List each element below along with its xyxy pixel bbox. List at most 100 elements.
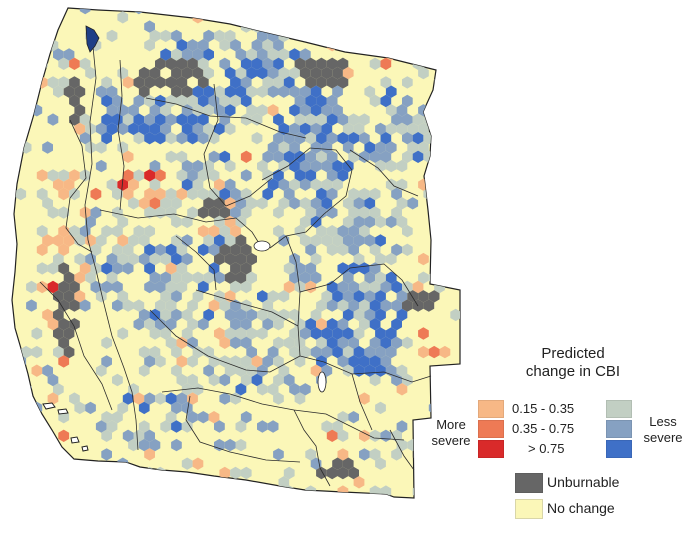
cbi-hex-cell <box>192 345 204 359</box>
swatch-more-3 <box>478 440 504 458</box>
cbi-hex-cell <box>122 429 134 442</box>
cbi-hex-cell <box>47 280 59 294</box>
cbi-hex-cell <box>359 429 370 442</box>
cbi-hex-cell <box>176 39 188 52</box>
cbi-hex-cell <box>155 355 166 368</box>
cbi-hex-cell <box>144 485 155 498</box>
cbi-hex-cell <box>434 132 445 145</box>
cbi-hex-cell <box>149 29 161 43</box>
cbi-hex-cell <box>36 187 48 201</box>
cbi-hex-cell <box>230 187 241 201</box>
cbi-hex-cell <box>342 327 354 340</box>
cbi-hex-cell <box>197 411 209 424</box>
cbi-hex-cell <box>364 85 376 98</box>
cbi-hex-cell <box>171 29 182 43</box>
cbi-hex-cell <box>353 122 365 136</box>
cbi-hex-cell <box>294 280 306 294</box>
cbi-hex-cell <box>165 94 177 108</box>
cbi-hex-cell <box>74 234 86 247</box>
cbi-hex-cell <box>418 271 429 284</box>
cbi-hex-cell <box>176 132 188 145</box>
cbi-hex-cell <box>20 457 32 470</box>
cbi-hex-cell <box>12 48 21 61</box>
cbi-hex-cell <box>337 225 349 238</box>
swatch-less-3 <box>606 440 632 458</box>
cbi-hex-cell <box>192 178 204 191</box>
cbi-hex-cell <box>348 411 359 424</box>
cbi-hex-cell <box>138 345 150 359</box>
cbi-hex-cell <box>348 187 359 201</box>
cbi-hex-cell <box>138 420 150 433</box>
cbi-hex-cell <box>262 57 274 70</box>
cbi-hex-cell <box>412 150 424 163</box>
cbi-hex-cell <box>337 113 349 126</box>
cbi-hex-cell <box>160 327 172 340</box>
cbi-hex-cell <box>181 420 193 433</box>
cbi-hex-cell <box>455 187 460 201</box>
cbi-hex-cell <box>149 327 161 340</box>
cbi-hex-cell <box>240 57 252 70</box>
cbi-hex-cell <box>439 159 451 173</box>
boundary-line <box>203 83 273 207</box>
cbi-hex-cell <box>112 280 123 294</box>
cbi-hex-cell <box>112 243 123 256</box>
cbi-hex-cell <box>187 392 198 405</box>
cbi-hex-cell <box>149 271 161 284</box>
cbi-hex-cell <box>444 94 456 108</box>
cbi-hex-cell <box>251 132 263 145</box>
cbi-hex-cell <box>214 178 225 191</box>
cbi-hex-cell <box>208 94 220 108</box>
cbi-hex-cell <box>294 132 306 145</box>
cbi-hex-cell <box>289 85 300 98</box>
cbi-hex-cell <box>305 94 317 108</box>
cbi-hex-cell <box>418 122 429 136</box>
cbi-hex-cell <box>117 66 129 80</box>
cbi-hex-cell <box>224 122 236 136</box>
cbi-hex-cell <box>36 262 48 275</box>
cbi-hex-cell <box>273 225 284 238</box>
cbi-hex-cell <box>133 392 145 405</box>
cbi-hex-cell <box>165 187 177 201</box>
cbi-hex-cell <box>187 206 198 219</box>
cbi-hex-cell <box>192 104 204 117</box>
cbi-hex-cell <box>101 113 112 126</box>
cbi-hex-cell <box>369 448 381 461</box>
cbi-hex-cell <box>53 345 64 359</box>
cbi-hex-cell <box>12 20 16 33</box>
cbi-hex-cell <box>240 76 252 89</box>
cbi-hex-cell <box>101 94 112 108</box>
cbi-hex-cell <box>326 94 338 108</box>
cbi-hex-cell <box>359 39 370 52</box>
legend-more-severe: More severe <box>426 417 476 449</box>
cbi-hex-cell <box>278 141 290 154</box>
cbi-hex-cell <box>230 262 241 275</box>
cbi-hex-cell <box>418 494 429 498</box>
cbi-hex-cell <box>42 197 53 210</box>
cbi-hex-cell <box>133 318 145 331</box>
cbi-hex-cell <box>133 225 145 238</box>
cbi-hex-cell <box>375 457 386 470</box>
cbi-hex-cell <box>42 364 53 377</box>
cbi-hex-cell <box>337 411 349 424</box>
cbi-hex-cell <box>294 20 306 33</box>
cbi-hex-cell <box>348 299 359 312</box>
legend-range-2: 0.35 - 0.75 <box>512 421 575 436</box>
cbi-hex-cell <box>58 336 70 349</box>
cbi-hex-cell <box>294 336 306 349</box>
cbi-hex-cell <box>128 476 139 489</box>
cbi-hex-cell <box>171 48 182 61</box>
cbi-hex-cell <box>273 355 284 368</box>
cbi-hex-cell <box>326 429 338 442</box>
cbi-hex-cell <box>224 29 236 43</box>
cbi-hex-cell <box>402 113 413 126</box>
cbi-hex-cell <box>305 57 317 70</box>
cbi-hex-cell <box>283 262 295 275</box>
cbi-hex-cell <box>138 308 150 322</box>
cbi-hex-cell <box>122 392 134 405</box>
cbi-hex-cell <box>380 132 392 145</box>
cbi-hex-cell <box>230 392 241 405</box>
cbi-hex-cell <box>36 169 48 182</box>
cbi-hex-cell <box>278 308 290 322</box>
cbi-hex-cell <box>149 494 161 498</box>
puget-sound <box>85 25 100 53</box>
